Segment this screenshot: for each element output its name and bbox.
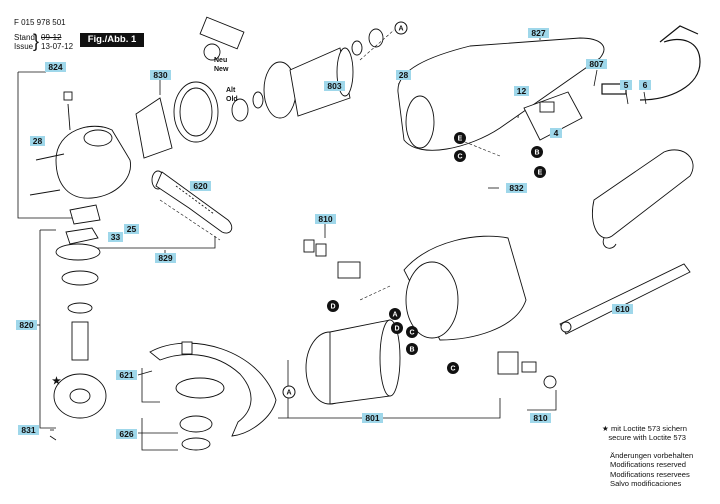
label-621: 621 (119, 370, 133, 380)
callout-b-upper: B (534, 150, 539, 157)
label-5: 5 (624, 80, 629, 90)
brace-icon: } (33, 31, 40, 51)
label-824: 824 (48, 62, 62, 72)
loctite-note: ★ mit Loctite 573 sichern secure with Lo… (602, 424, 687, 443)
label-33: 33 (111, 232, 121, 242)
brush-holder-part (303, 239, 557, 389)
handle-cover-part (592, 149, 694, 249)
label-830: 830 (153, 70, 167, 80)
callout-a-top: A (398, 26, 403, 33)
label-25: 25 (127, 224, 137, 234)
armature-part (199, 16, 384, 122)
label-807: 807 (589, 59, 603, 69)
loctite-note-en: secure with Loctite 573 (608, 433, 687, 443)
side-handle-part (151, 170, 233, 234)
label-6: 6 (643, 80, 648, 90)
label-28-left: 28 (33, 136, 43, 146)
star-marker: ★ (52, 376, 61, 387)
switch-part (523, 91, 583, 141)
label-626: 626 (119, 429, 133, 439)
callout-e-left: E (458, 136, 463, 143)
label-810-top: 810 (318, 214, 332, 224)
tag-new: New (214, 66, 229, 73)
label-831: 831 (21, 425, 35, 435)
callout-d-middle: D (394, 326, 399, 333)
tag-old: Old (226, 96, 238, 103)
figure-label: Fig./Abb. 1 (80, 33, 144, 47)
label-4: 4 (554, 128, 559, 138)
stand-label: Stand (14, 33, 35, 42)
label-820: 820 (19, 320, 33, 330)
label-12: 12 (517, 86, 527, 96)
star-bullet: ★ (602, 424, 609, 433)
stator-part (305, 235, 527, 405)
gear-housing-part (29, 91, 131, 225)
callout-d-left: D (330, 304, 335, 311)
callout-e-right: E (538, 170, 543, 177)
wheel-guard-part (149, 341, 277, 451)
mod-note-en: Modifications reserved (610, 460, 686, 470)
label-803: 803 (327, 81, 341, 91)
issue-value: 13-07-12 (41, 42, 74, 51)
motor-housing-shell-part (397, 37, 605, 151)
callout-a-bottom: A (286, 390, 291, 397)
doc-number: F 015 978 501 (14, 18, 66, 27)
tag-alt: Alt (226, 87, 236, 94)
callout-a-middle: A (392, 312, 397, 319)
label-829: 829 (158, 253, 172, 263)
fan-guard-part (135, 81, 219, 159)
label-610: 610 (615, 304, 629, 314)
issue-label: Issue (14, 42, 34, 51)
modifications-note: Änderungen vorbehalten Modifications res… (610, 451, 693, 489)
label-832: 832 (509, 183, 523, 193)
mod-note-fr: Modifications reservees (610, 469, 690, 479)
label-827: 827 (531, 28, 545, 38)
label-620: 620 (193, 181, 207, 191)
callout-c-upper: C (457, 154, 462, 161)
label-801: 801 (365, 413, 379, 423)
loctite-note-de: mit Loctite 573 sichern (610, 424, 687, 433)
label-810-bottom: 810 (533, 413, 547, 423)
stand-value: 09-12 (41, 33, 62, 42)
tag-neu: Neu (214, 57, 227, 64)
callout-b-middle: B (409, 347, 414, 354)
mod-note-es: Salvo modificaciones (610, 479, 682, 489)
mod-note-de: Änderungen vorbehalten (610, 451, 694, 460)
callout-c-middle: C (409, 330, 414, 337)
label-28-right: 28 (399, 70, 409, 80)
spanner-part (559, 263, 691, 335)
callout-c-lower: C (450, 366, 455, 373)
spindle-stack-part (53, 227, 107, 419)
